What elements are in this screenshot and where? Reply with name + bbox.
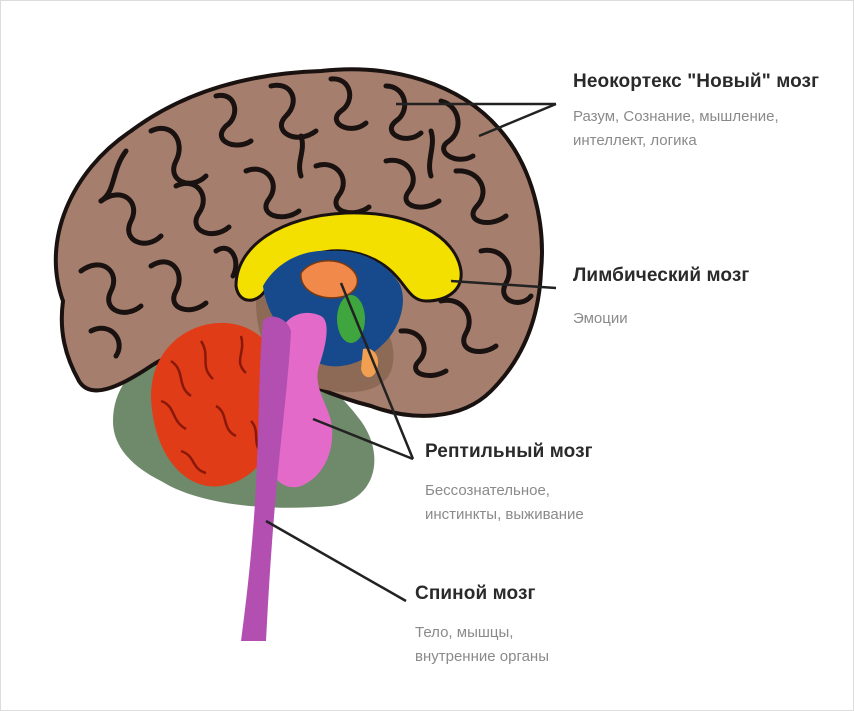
limbic-desc-line1: Эмоции bbox=[573, 307, 628, 331]
neocortex-desc-line1: Разум, Сознание, мышление, bbox=[573, 105, 779, 129]
reptilian-title: Рептильный мозг bbox=[425, 441, 593, 463]
spinal-title: Спиной мозг bbox=[415, 583, 536, 605]
neocortex-description: Разум, Сознание, мышление, интеллект, ло… bbox=[573, 105, 779, 153]
amygdala bbox=[337, 295, 365, 343]
limbic-title: Лимбический мозг bbox=[573, 265, 749, 287]
spinal-description: Тело, мышцы, внутренние органы bbox=[415, 621, 549, 669]
reptilian-description: Бессознательное, инстинкты, выживание bbox=[425, 479, 584, 527]
spinal-leader bbox=[266, 521, 406, 601]
neocortex-desc-line2: интеллект, логика bbox=[573, 129, 779, 153]
neocortex-title: Неокортекс "Новый" мозг bbox=[573, 71, 819, 93]
spinal-desc-line2: внутренние органы bbox=[415, 645, 549, 669]
spinal-desc-line1: Тело, мышцы, bbox=[415, 621, 549, 645]
reptilian-desc-line2: инстинкты, выживание bbox=[425, 503, 584, 527]
reptilian-desc-line1: Бессознательное, bbox=[425, 479, 584, 503]
limbic-description: Эмоции bbox=[573, 307, 628, 331]
